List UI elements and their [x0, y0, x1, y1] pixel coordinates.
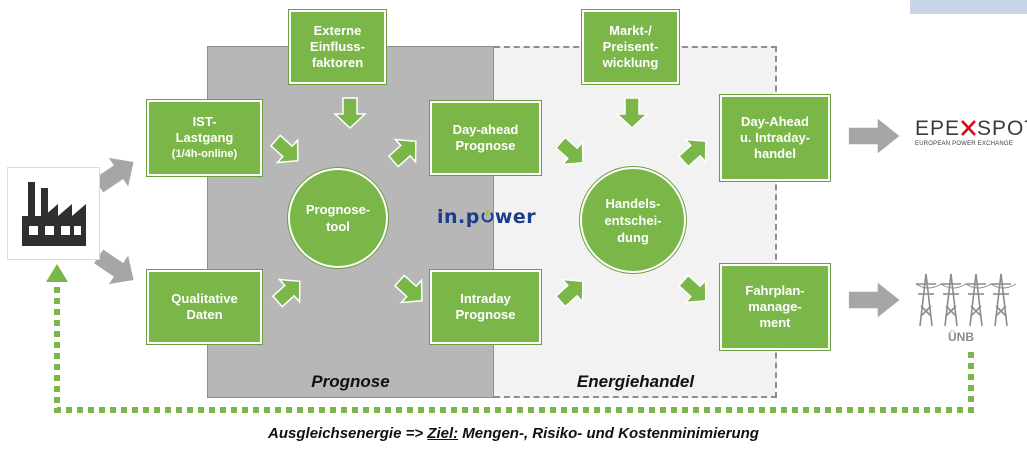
epex-main-b: SPOT [977, 117, 1027, 140]
epex-x-mark-icon [961, 120, 976, 136]
arrow-dayahead-to-handel [549, 130, 594, 175]
arrow-markt-down [616, 97, 648, 129]
arrow-ist-to-tool [264, 128, 309, 173]
footer-prefix: Ausgleichsenergie => [268, 425, 428, 442]
footer-caption: Ausgleichsenergie => Ziel: Mengen-, Risi… [0, 425, 1027, 442]
fahrplan-management-label: Fahrplan- manage- ment [745, 283, 805, 330]
power-symbol-icon [481, 209, 494, 223]
handelsentscheidung-label: Handels- entschei- dung [604, 195, 662, 245]
intraday-prognose-label: Intraday Prognose [455, 291, 516, 322]
day-ahead-prognose-box: Day-ahead Prognose [430, 101, 541, 175]
fahrplan-management-box: Fahrplan- manage- ment [720, 264, 830, 350]
epex-main-a: EPE [915, 117, 961, 140]
arrow-handel-to-fahrplan [672, 268, 717, 313]
footer-suffix: Mengen-, Risiko- und Kostenminimierung [458, 425, 759, 442]
externe-faktoren-box: Externe Einfluss- faktoren [289, 10, 386, 84]
arrow-tool-to-intraday [388, 268, 433, 313]
arrow-tool-to-dayahead [382, 129, 427, 174]
markt-preis-box: Markt-/ Preisent- wicklung [582, 10, 679, 84]
prognose-zone-label: Prognose [311, 372, 390, 391]
qualitative-daten-label: Qualitative Daten [171, 291, 238, 322]
arrow-handel-to-dayahead-handel [672, 129, 717, 174]
inpower-logo: in.p wer [437, 206, 536, 228]
epex-subtitle: EUROPEAN POWER EXCHANGE [915, 141, 1013, 147]
factory-box [7, 167, 100, 260]
prognosetool-circle: Prognose- tool [288, 168, 388, 268]
factory-icon [22, 182, 86, 246]
power-tower-icon [915, 273, 1017, 327]
markt-preis-label: Markt-/ Preisent- wicklung [602, 23, 659, 70]
arrow-externe-down [334, 97, 366, 129]
ist-lastgang-sublabel: (1/4h-online) [171, 148, 238, 160]
footer-goal: Ziel: [427, 425, 459, 442]
day-ahead-intraday-handel-label: Day-Ahead u. Intraday- handel [739, 114, 811, 161]
ist-lastgang-label: IST- Lastgang [175, 114, 234, 145]
day-ahead-intraday-handel-box: Day-Ahead u. Intraday- handel [720, 95, 830, 181]
uenb-label: ÜNB [948, 330, 974, 344]
inpower-suffix: wer [494, 206, 537, 228]
arrow-intraday-to-handel [549, 269, 594, 314]
prognosetool-label: Prognose- tool [305, 202, 371, 234]
day-ahead-prognose-label: Day-ahead Prognose [452, 122, 519, 153]
ist-lastgang-box: IST- Lastgang (1/4h-online) [147, 100, 262, 176]
energiehandel-zone-label: Energiehandel [576, 372, 695, 391]
handelsentscheidung-circle: Handels- entschei- dung [580, 167, 686, 273]
arrow-qual-to-tool [266, 269, 311, 314]
corner-tab [910, 0, 1027, 14]
qualitative-daten-box: Qualitative Daten [147, 270, 262, 344]
feedback-dotted-line [46, 264, 974, 413]
inpower-prefix: in.p [437, 206, 480, 228]
epex-spot-logo: EPE SPOT [915, 117, 1027, 141]
intraday-prognose-box: Intraday Prognose [430, 270, 541, 344]
feedback-arrowhead [46, 264, 68, 282]
externe-faktoren-label: Externe Einfluss- faktoren [310, 23, 365, 70]
